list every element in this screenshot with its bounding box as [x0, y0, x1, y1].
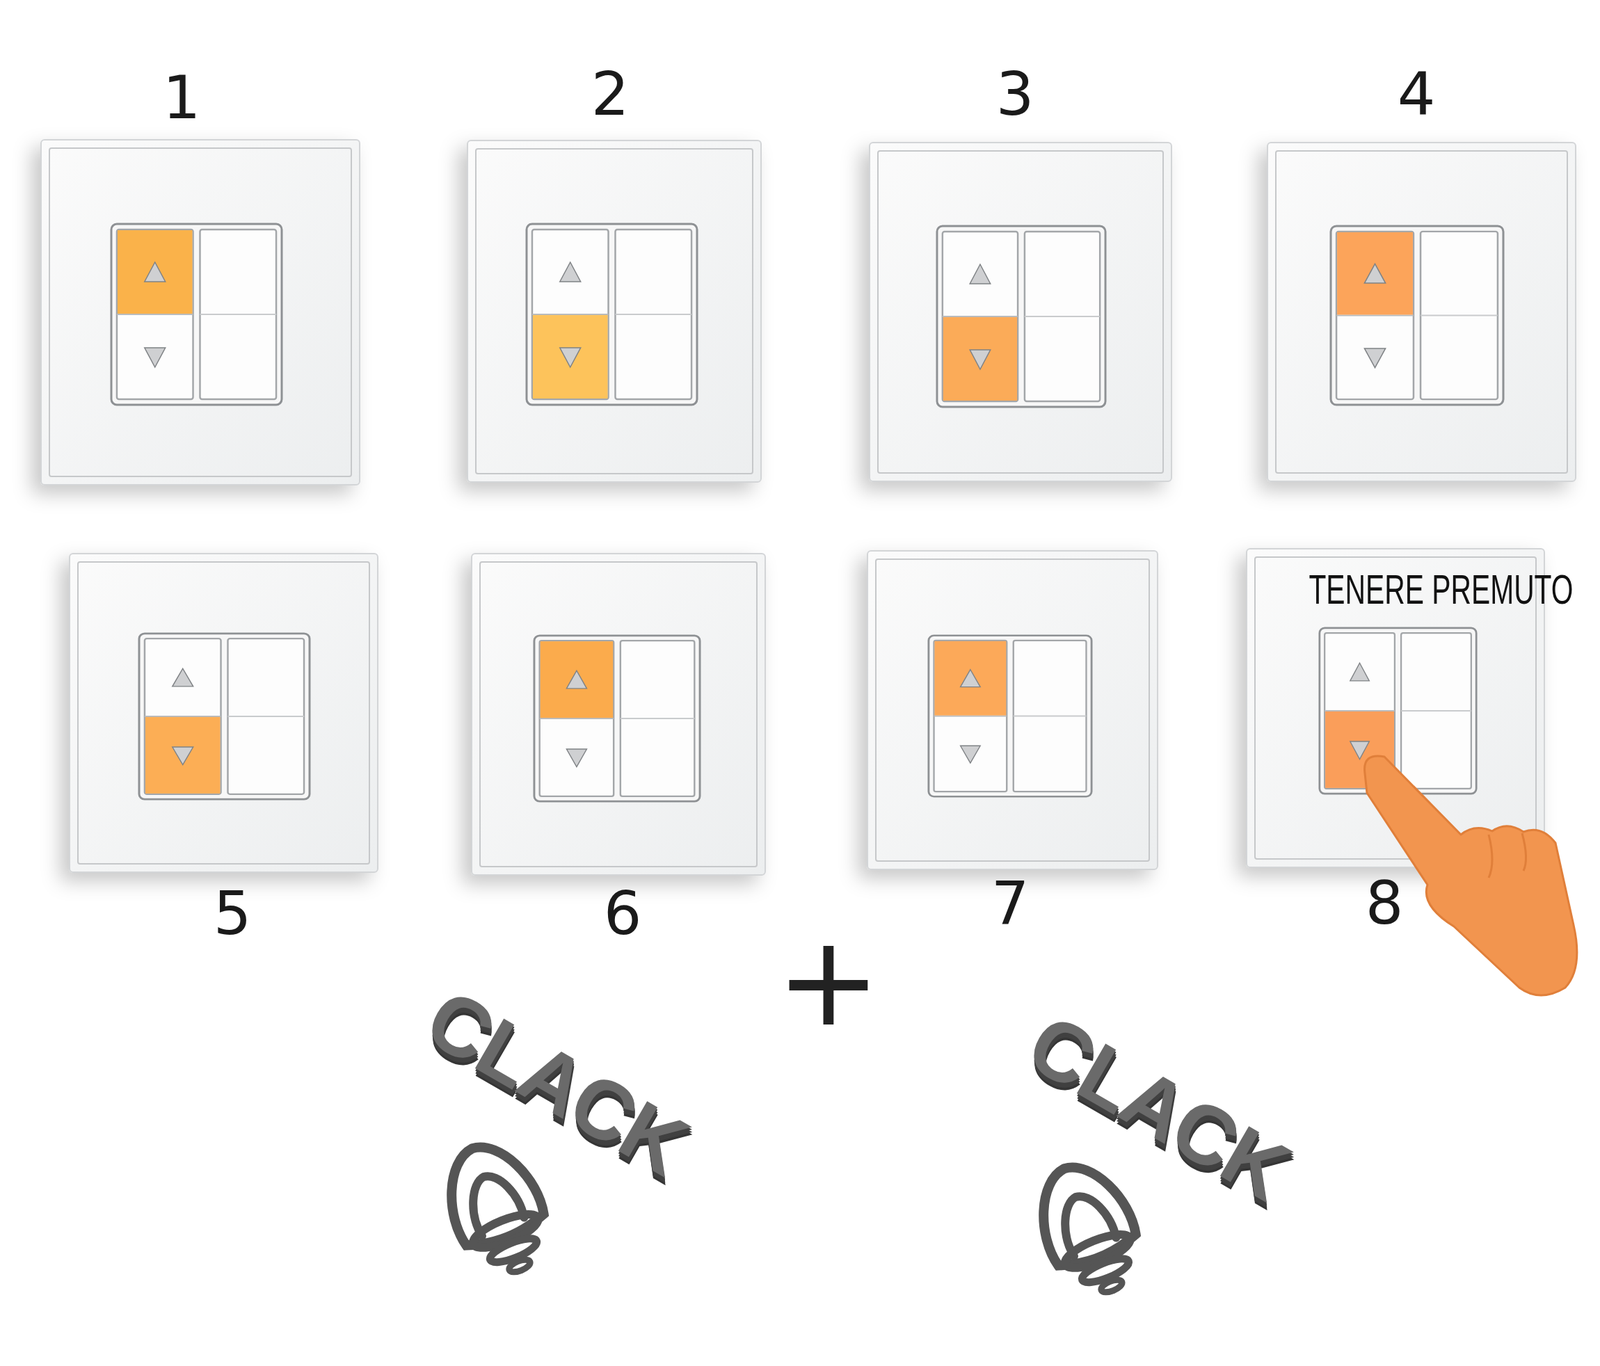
callout-number: 6 — [603, 883, 643, 944]
pointing-hand — [1364, 756, 1578, 996]
sound-icon — [432, 1132, 563, 1287]
callout-number: 2 — [591, 64, 630, 124]
rocker-switch — [937, 226, 1106, 407]
callout-number: 1 — [162, 67, 202, 128]
callout-number: 4 — [1397, 64, 1436, 124]
rocker-switch — [534, 635, 700, 802]
rocker-switch — [928, 635, 1092, 797]
instruction-text: TENERE PREMUTO — [1308, 566, 1573, 613]
plus-sign: + — [776, 918, 882, 1045]
plate-inner-borders — [49, 148, 1568, 867]
callout-number: 5 — [213, 883, 252, 944]
sound-icon — [1024, 1152, 1155, 1308]
rocker-switch — [1319, 628, 1477, 794]
sound-word: CLACK — [1015, 1000, 1302, 1214]
switch-plate: TENERE PREMUTO — [1246, 548, 1545, 868]
hand-crease — [1488, 833, 1527, 878]
rocker-switch — [111, 224, 282, 405]
wall-plates — [41, 139, 1576, 876]
rocker-switch — [1330, 226, 1504, 405]
sound-word: CLACK — [413, 975, 700, 1189]
rocker-switch — [526, 224, 698, 405]
rocker-switch — [139, 633, 310, 800]
callout-number: 7 — [991, 873, 1030, 933]
callout-number: 8 — [1365, 873, 1404, 933]
callout-number: 3 — [996, 64, 1035, 124]
